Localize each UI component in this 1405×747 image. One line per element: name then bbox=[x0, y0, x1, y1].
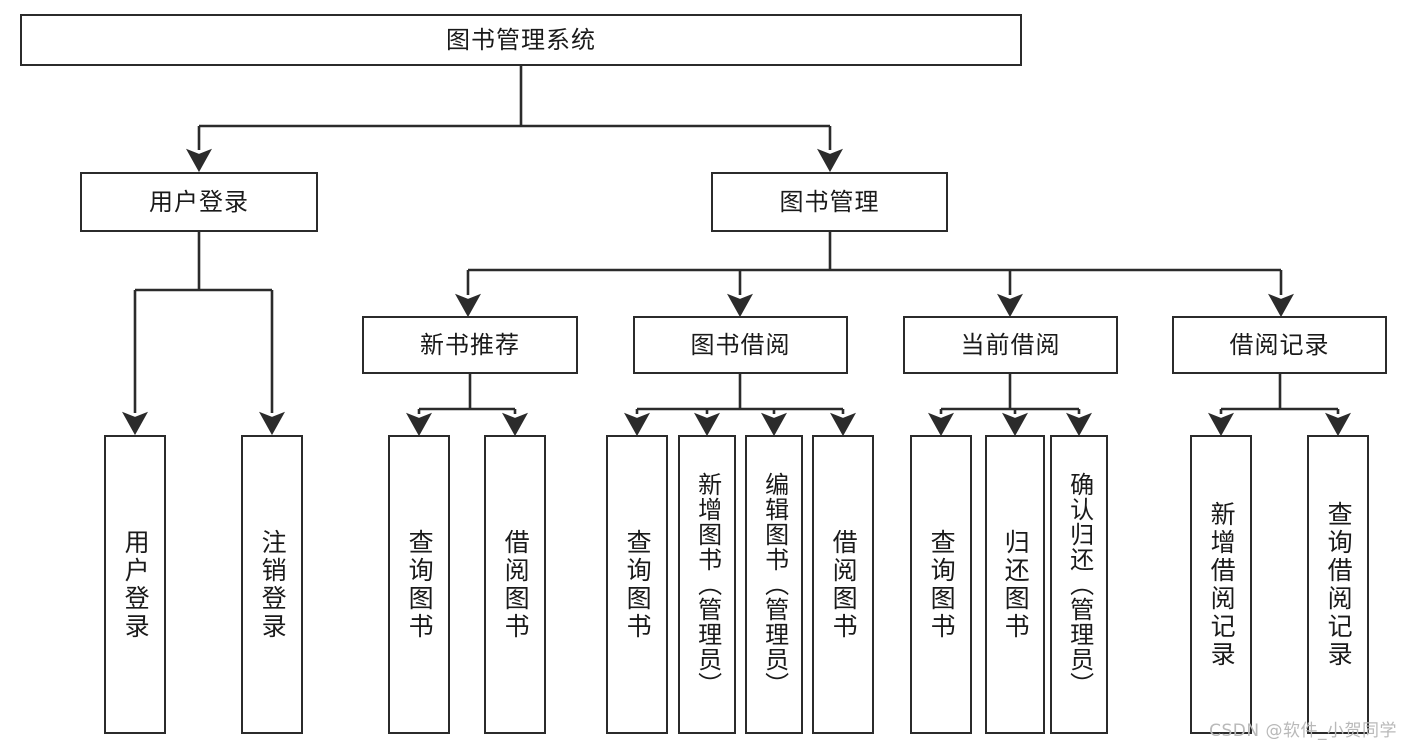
node-leaf-borrow-book-rec[interactable]: 借阅图书 bbox=[484, 435, 546, 734]
node-current-borrow[interactable]: 当前借阅 bbox=[903, 316, 1118, 374]
node-leaf-query-book-cur-label: 查询图书 bbox=[927, 528, 957, 641]
node-leaf-borrow-book[interactable]: 借阅图书 bbox=[812, 435, 874, 734]
node-root-label: 图书管理系统 bbox=[446, 25, 596, 54]
node-leaf-edit-book[interactable]: 编辑图书（管理员） bbox=[745, 435, 803, 734]
node-book-borrow[interactable]: 图书借阅 bbox=[633, 316, 848, 374]
node-leaf-borrow-book-label: 借阅图书 bbox=[829, 528, 859, 641]
node-borrow-record[interactable]: 借阅记录 bbox=[1172, 316, 1387, 374]
node-current-borrow-label: 当前借阅 bbox=[960, 330, 1061, 359]
node-leaf-borrow-book-rec-label: 借阅图书 bbox=[501, 528, 531, 641]
node-leaf-add-record-label: 新增借阅记录 bbox=[1207, 500, 1237, 669]
node-leaf-logout[interactable]: 注销登录 bbox=[241, 435, 303, 734]
node-leaf-logout-label: 注销登录 bbox=[258, 528, 288, 641]
node-user-login-label: 用户登录 bbox=[149, 187, 249, 216]
node-leaf-query-record-label: 查询借阅记录 bbox=[1324, 500, 1354, 669]
node-leaf-edit-book-label: 编辑图书（管理员） bbox=[760, 472, 789, 697]
node-book-manage[interactable]: 图书管理 bbox=[711, 172, 948, 232]
node-new-book-recommend[interactable]: 新书推荐 bbox=[362, 316, 578, 374]
node-leaf-add-book-label: 新增图书（管理员） bbox=[693, 472, 722, 697]
node-borrow-record-label: 借阅记录 bbox=[1229, 330, 1330, 359]
node-leaf-return-book[interactable]: 归还图书 bbox=[985, 435, 1045, 734]
node-leaf-user-login-label: 用户登录 bbox=[121, 528, 151, 641]
watermark: CSDN @软件_小贺同学 bbox=[1209, 721, 1397, 741]
node-leaf-add-record[interactable]: 新增借阅记录 bbox=[1190, 435, 1252, 734]
node-leaf-query-book-borrow-label: 查询图书 bbox=[623, 528, 653, 641]
node-leaf-query-book-rec-label: 查询图书 bbox=[405, 528, 435, 641]
node-book-manage-label: 图书管理 bbox=[779, 187, 880, 216]
node-leaf-confirm-return[interactable]: 确认归还（管理员） bbox=[1050, 435, 1108, 734]
node-leaf-add-book[interactable]: 新增图书（管理员） bbox=[678, 435, 736, 734]
node-leaf-query-record[interactable]: 查询借阅记录 bbox=[1307, 435, 1369, 734]
node-leaf-query-book-cur[interactable]: 查询图书 bbox=[910, 435, 972, 734]
node-book-borrow-label: 图书借阅 bbox=[690, 330, 791, 359]
node-leaf-query-book-rec[interactable]: 查询图书 bbox=[388, 435, 450, 734]
node-leaf-query-book-borrow[interactable]: 查询图书 bbox=[606, 435, 668, 734]
node-leaf-return-book-label: 归还图书 bbox=[1001, 528, 1031, 641]
node-root[interactable]: 图书管理系统 bbox=[20, 14, 1022, 66]
node-leaf-confirm-return-label: 确认归还（管理员） bbox=[1065, 472, 1094, 697]
node-new-book-recommend-label: 新书推荐 bbox=[420, 330, 520, 359]
node-user-login[interactable]: 用户登录 bbox=[80, 172, 318, 232]
node-leaf-user-login[interactable]: 用户登录 bbox=[104, 435, 166, 734]
